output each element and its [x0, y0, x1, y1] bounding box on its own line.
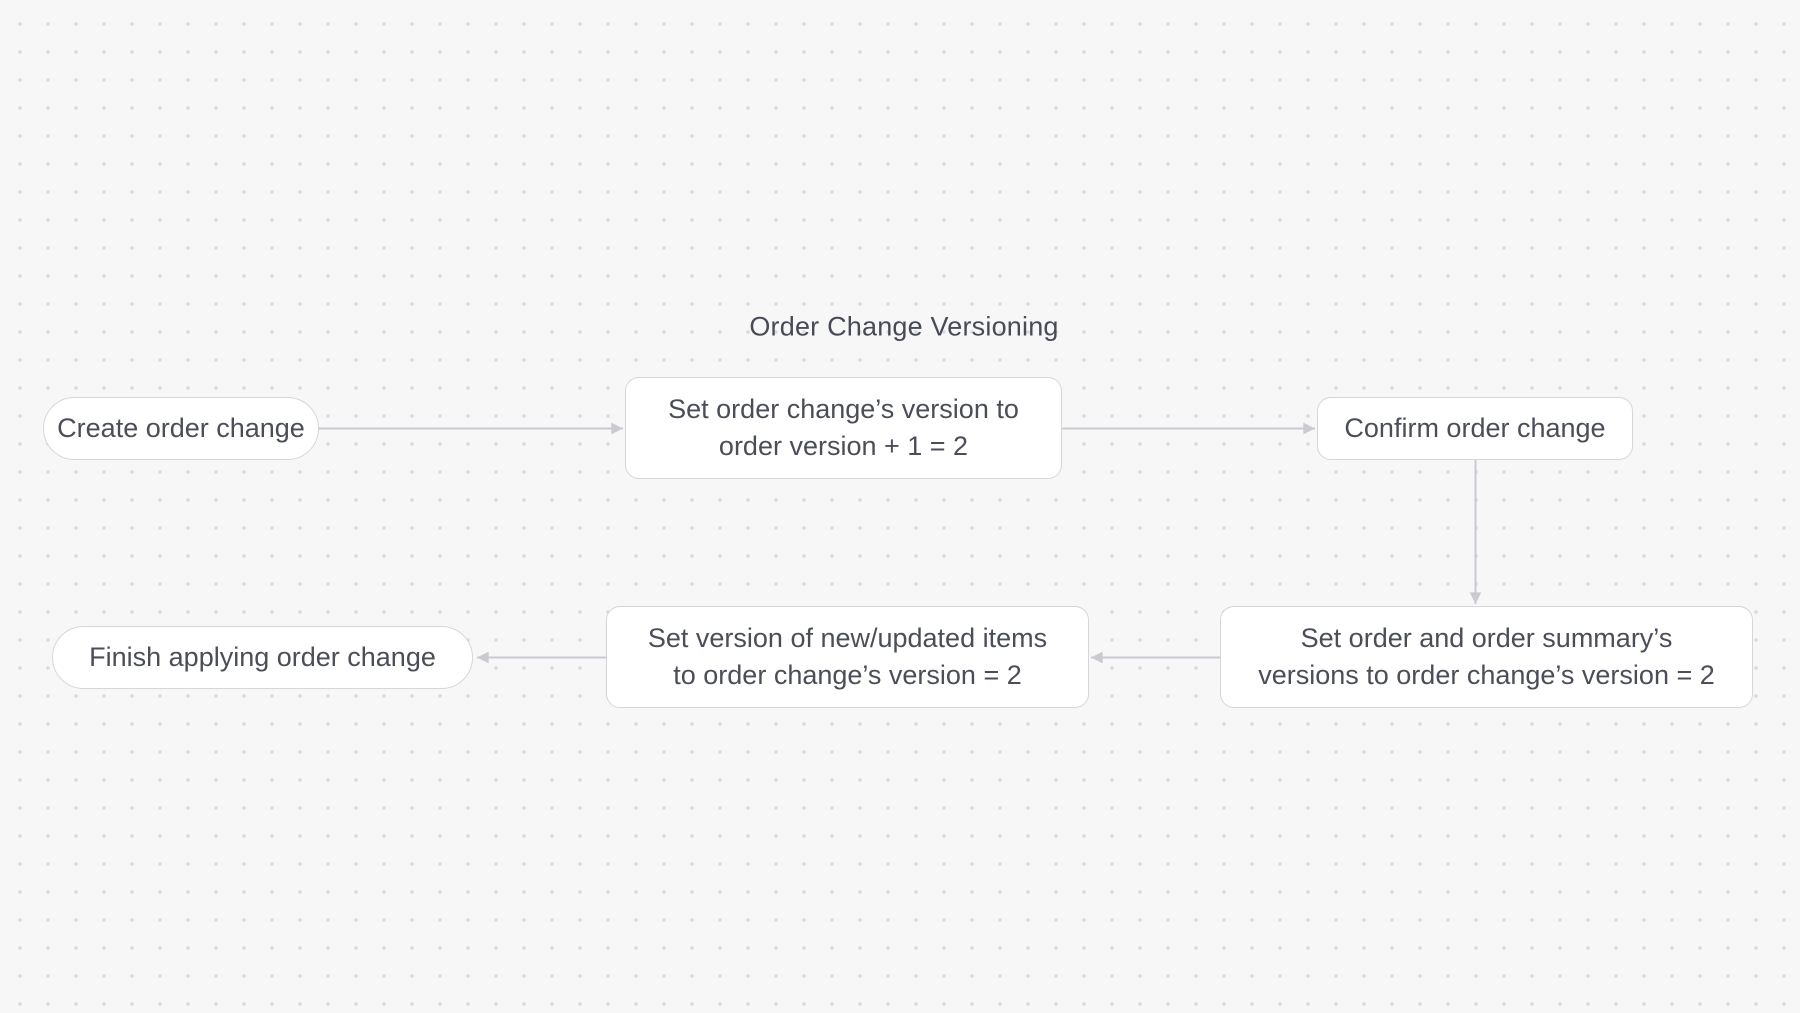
node-label-line: Finish applying order change	[89, 642, 436, 672]
node-label-line: versions to order change’s version = 2	[1258, 660, 1715, 690]
node-set-item-versions[interactable]: Set version of new/updated items to orde…	[606, 606, 1089, 708]
node-confirm-order-change[interactable]: Confirm order change	[1317, 397, 1633, 460]
node-label-line: Set order change’s version to	[668, 394, 1019, 424]
node-set-order-summary-versions[interactable]: Set order and order summary’s versions t…	[1220, 606, 1753, 708]
node-label-line: to order change’s version = 2	[673, 660, 1022, 690]
node-label-line: order version + 1 = 2	[718, 431, 969, 461]
node-set-order-change-version[interactable]: Set order change’s version to order vers…	[625, 377, 1062, 479]
node-label-line: Create order change	[57, 413, 305, 443]
node-create-order-change[interactable]: Create order change	[43, 397, 319, 460]
diagram-title: Order Change Versioning	[749, 311, 1059, 342]
node-label-line: Set order and order summary’s	[1300, 623, 1673, 653]
node-label-line: Set version of new/updated items	[647, 623, 1048, 653]
node-finish-applying-order-change[interactable]: Finish applying order change	[52, 626, 473, 689]
node-label-line: Confirm order change	[1344, 413, 1606, 443]
